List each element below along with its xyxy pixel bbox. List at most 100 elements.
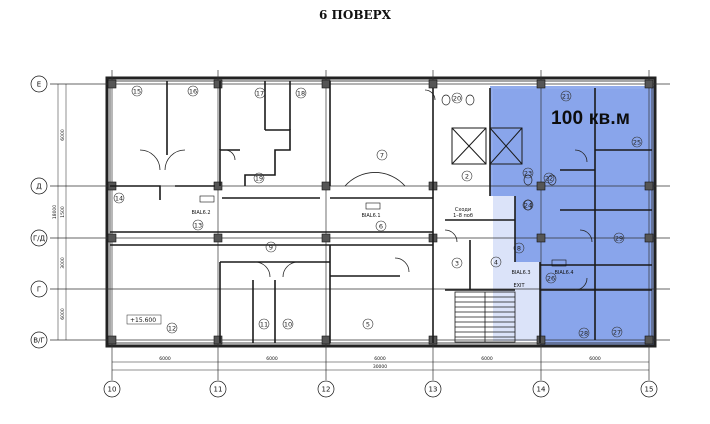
axis-row-4: Г [30,280,48,298]
room-9: 9 [265,241,277,253]
staircase [454,291,516,343]
lift-shafts [451,127,523,165]
room-25: 25 [631,136,643,148]
partitions [110,81,652,343]
svg-text:11: 11 [260,321,268,329]
room-10: 10 [282,318,294,330]
svg-text:19: 19 [255,175,263,183]
svg-text:2: 2 [465,173,469,181]
stair-label: Сходи [455,207,471,213]
exit-label: EXIT [513,283,525,289]
room-2: 2 [461,170,473,182]
svg-text:13: 13 [429,386,438,394]
room-8: 8 [513,242,525,254]
riser-bial-4: BIAL6.4 [554,270,573,276]
floor-title: 6 ПОВЕРХ [319,8,391,22]
room-11: 11 [258,318,270,330]
svg-text:12: 12 [322,386,331,394]
axis-col-10: 10 [103,380,121,398]
svg-text:10: 10 [284,321,292,329]
room-21: 21 [560,90,572,102]
stair-sublabel: 1–8 поб [453,213,473,219]
axis-row-3: Г/Д [30,229,48,247]
axis-col-14: 14 [532,380,550,398]
left-dim-4: 6000 [60,308,66,320]
svg-text:27: 27 [613,329,621,337]
bottom-dimensions [112,361,649,371]
total-dim: 30000 [373,364,387,370]
svg-text:Д: Д [36,183,42,191]
svg-text:15: 15 [133,88,141,96]
svg-text:11: 11 [214,386,223,394]
room-27: 27 [611,326,623,338]
bottom-dimension-labels: 6000 6000 6000 6000 6000 30000 [159,356,601,370]
svg-text:15: 15 [645,386,654,394]
room-19: 19 [253,172,265,184]
svg-text:16: 16 [189,88,197,96]
row-axis-markers: Е Д Г/Д Г В/Г [30,75,48,349]
axis-col-11: 11 [209,380,227,398]
svg-text:23: 23 [524,170,532,178]
room-20: 20 [451,92,463,104]
left-dim-1: 6000 [60,129,66,141]
svg-text:Е: Е [37,81,41,89]
svg-text:10: 10 [108,386,117,394]
riser-bial-2: BIAL6.2 [191,210,210,216]
svg-text:25: 25 [633,139,641,147]
span-dim-2: 6000 [266,356,278,362]
room-15: 15 [131,85,143,97]
left-dimensions [57,84,67,340]
room-17: 17 [254,87,266,99]
svg-text:21: 21 [562,93,570,101]
room-29: 29 [613,232,625,244]
annotations: Сходи 1–8 поб EXIT +15.600 BIAL6.1 BIAL6… [126,195,574,325]
svg-text:29: 29 [615,235,623,243]
axis-col-15: 15 [640,380,658,398]
room-4: 4 [490,256,502,268]
room-3: 3 [451,257,463,269]
outer-walls [105,76,657,348]
span-dim-4: 6000 [481,356,493,362]
room-18: 18 [295,87,307,99]
svg-text:13: 13 [194,222,202,230]
svg-text:22: 22 [545,175,553,183]
room-6: 6 [375,220,387,232]
room-12: 12 [166,322,178,334]
svg-text:17: 17 [256,90,264,98]
axis-col-12: 12 [317,380,335,398]
axis-row-1: Е [30,75,48,93]
room-28: 28 [578,327,590,339]
svg-text:В/Г: В/Г [33,337,44,345]
room-22: 22 [543,172,555,184]
svg-text:Г/Д: Г/Д [33,235,46,243]
area-label: 100 кв.м [551,108,631,129]
svg-text:Г: Г [37,286,41,294]
svg-text:26: 26 [547,275,555,283]
room-23: 23 [522,167,534,179]
svg-text:7: 7 [380,152,384,160]
svg-text:4: 4 [494,259,498,267]
svg-text:6: 6 [379,223,383,231]
svg-text:28: 28 [580,330,588,338]
svg-text:14: 14 [115,195,123,203]
room-24: 24 [522,199,534,211]
left-dim-2: 1500 [60,206,66,218]
svg-text:24: 24 [524,202,532,210]
elevation-label: +15.600 [130,317,156,324]
svg-text:9: 9 [269,244,273,252]
left-total-dim: 18000 [52,205,58,219]
left-dim-3: 3000 [60,257,66,269]
room-26: 26 [545,272,557,284]
room-13: 13 [192,219,204,231]
room-labels: 15 16 17 18 19 20 21 25 7 2 3 4 5 9 11 1… [113,85,643,339]
left-dimension-labels: 6000 1500 3000 6000 18000 [52,129,66,320]
svg-text:5: 5 [366,321,370,329]
room-14: 14 [113,192,125,204]
svg-text:8: 8 [517,245,521,253]
col-axis-markers: 10 11 12 13 14 15 [103,380,658,398]
svg-text:18: 18 [297,90,305,98]
svg-text:20: 20 [453,95,461,103]
riser-bial-3: BIAL6.3 [511,270,530,276]
door-swings [139,89,593,291]
axis-col-13: 13 [424,380,442,398]
